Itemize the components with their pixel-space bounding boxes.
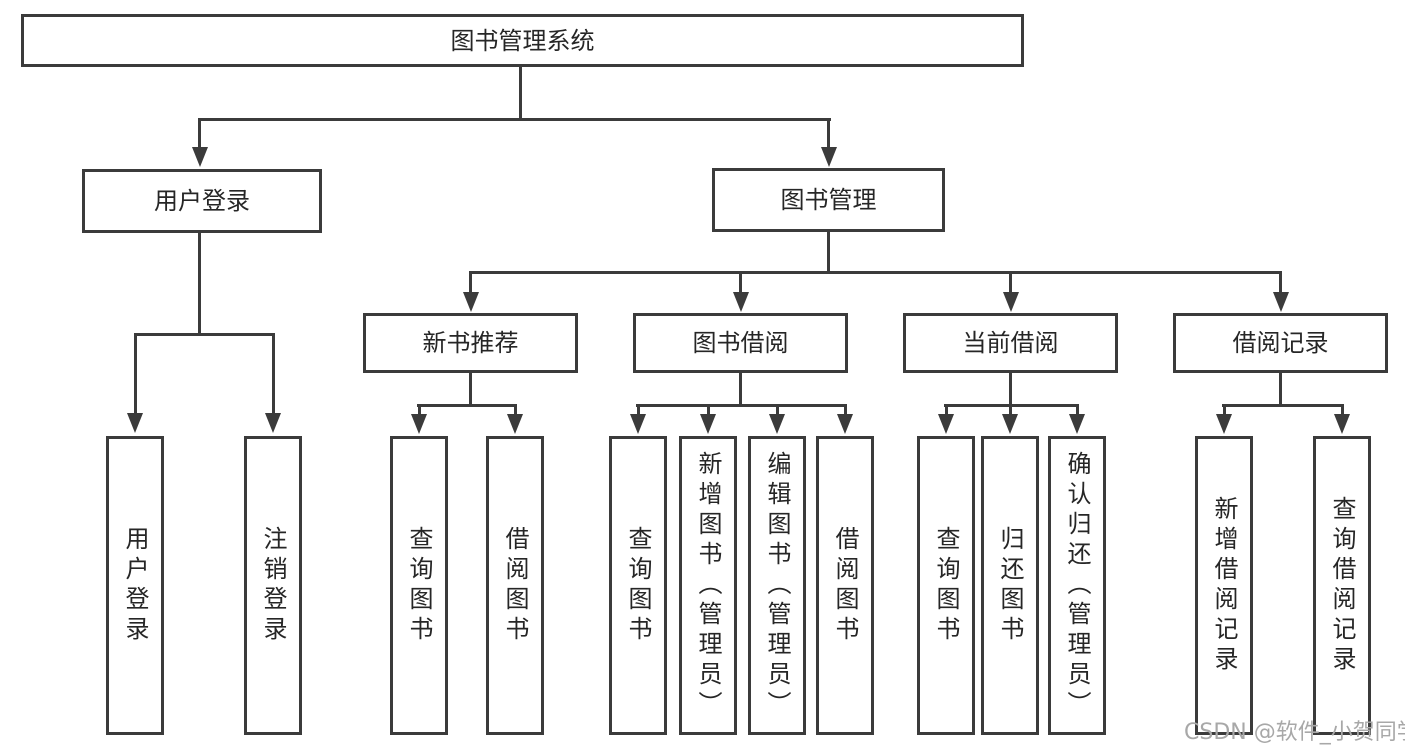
connector-root-branch	[198, 118, 831, 121]
arrowhead-user-login	[192, 147, 208, 167]
connector-stem-book-management	[827, 118, 830, 148]
connector-stem-leaf-logout	[272, 333, 275, 414]
leaf-borrow-books-recommend: 借阅图书	[486, 436, 544, 735]
leaf-add-borrow-record: 新增借阅记录	[1195, 436, 1253, 735]
connector-level3-branch	[469, 271, 1282, 274]
arrowhead-book-management	[821, 147, 837, 167]
leaf-add-books-admin: 新增图书（管理员）	[679, 436, 737, 735]
connector-user-login-vertical	[198, 233, 201, 335]
connector-stem-records	[1279, 271, 1282, 293]
leaf-logout-login: 注销登录	[244, 436, 302, 735]
connector-stem-return-books	[1009, 404, 1012, 415]
node-book-management: 图书管理	[712, 168, 945, 232]
node-book-borrowing: 图书借阅	[633, 313, 848, 373]
arrowhead-query-current	[938, 414, 954, 434]
connector-book-management-vertical	[827, 232, 830, 274]
connector-recommend-branch	[417, 404, 517, 407]
arrowhead-query-borrowing	[630, 414, 646, 434]
connector-records-vertical	[1279, 373, 1282, 407]
connector-borrowing-branch	[636, 404, 847, 407]
node-current-borrowing: 当前借阅	[903, 313, 1118, 373]
node-borrowing-records: 借阅记录	[1173, 313, 1388, 373]
connector-stem-edit-books	[776, 404, 779, 415]
arrowhead-leaf-user-login	[127, 413, 143, 433]
leaf-edit-books-admin: 编辑图书（管理员）	[748, 436, 806, 735]
leaf-user-login: 用户登录	[106, 436, 164, 735]
node-new-book-recommendation: 新书推荐	[363, 313, 578, 373]
arrowhead-add-record	[1216, 414, 1232, 434]
arrowhead-borrow-recommend	[507, 414, 523, 434]
connector-user-login-branch	[134, 333, 275, 336]
connector-stem-borrow-recommend	[514, 404, 517, 415]
arrowhead-current	[1003, 292, 1019, 312]
connector-current-vertical	[1009, 373, 1012, 407]
connector-stem-add-books	[707, 404, 710, 415]
connector-stem-add-record	[1223, 404, 1226, 415]
arrowhead-borrow-books	[837, 414, 853, 434]
arrowhead-add-books	[700, 414, 716, 434]
arrowhead-leaf-logout	[265, 413, 281, 433]
leaf-borrow-books-borrowing: 借阅图书	[816, 436, 874, 735]
connector-stem-recommend	[469, 271, 472, 293]
connector-stem-leaf-user-login	[134, 333, 137, 414]
leaf-query-books-borrowing: 查询图书	[609, 436, 667, 735]
connector-stem-query-borrowing	[637, 404, 640, 415]
connector-root-vertical	[519, 67, 522, 119]
connector-stem-borrowing	[739, 271, 742, 293]
arrowhead-edit-books	[769, 414, 785, 434]
arrowhead-query-record	[1334, 414, 1350, 434]
connector-stem-user-login	[198, 118, 201, 148]
connector-stem-current	[1009, 271, 1012, 293]
connector-records-branch	[1222, 404, 1344, 407]
connector-stem-confirm-return	[1076, 404, 1079, 415]
arrowhead-query-recommend	[411, 414, 427, 434]
arrowhead-recommend	[463, 292, 479, 312]
leaf-return-books: 归还图书	[981, 436, 1039, 735]
connector-stem-query-recommend	[418, 404, 421, 415]
arrowhead-confirm-return	[1069, 414, 1085, 434]
node-user-login: 用户登录	[82, 169, 322, 233]
connector-borrowing-vertical	[739, 373, 742, 407]
connector-recommend-vertical	[469, 373, 472, 407]
leaf-query-borrow-record: 查询借阅记录	[1313, 436, 1371, 735]
node-library-system: 图书管理系统	[21, 14, 1024, 67]
connector-stem-borrow-books	[844, 404, 847, 415]
connector-stem-query-current	[945, 404, 948, 415]
connector-stem-query-record	[1341, 404, 1344, 415]
leaf-query-books-recommend: 查询图书	[390, 436, 448, 735]
leaf-confirm-return-admin: 确认归还（管理员）	[1048, 436, 1106, 735]
arrowhead-borrowing	[733, 292, 749, 312]
watermark: CSDN @软件_小贺同学	[1184, 720, 1405, 745]
arrowhead-records	[1273, 292, 1289, 312]
arrowhead-return-books	[1002, 414, 1018, 434]
leaf-query-books-current: 查询图书	[917, 436, 975, 735]
